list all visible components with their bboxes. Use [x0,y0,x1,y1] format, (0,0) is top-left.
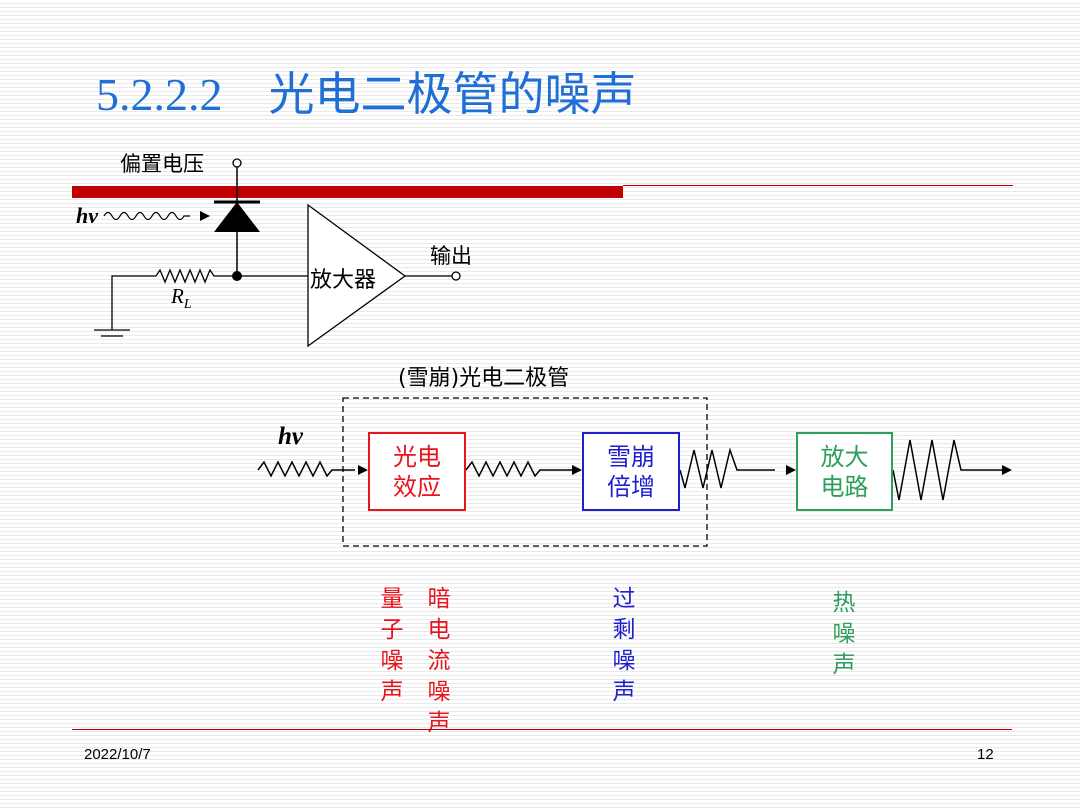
photodiode-group-label: (雪崩)光电二极管 [398,366,570,391]
bias-terminal [232,158,242,168]
block-line2: 电路 [820,472,869,501]
block-line1: 雪崩 [607,442,655,471]
slide-title: 5.2.2.2 光电二极管的噪声 [96,69,637,120]
slide-date: 2022/10/7 [84,746,151,763]
output-terminal [451,271,461,281]
block-output-wave [892,439,1003,501]
load-resistor-label: RL [171,284,192,313]
title-accent-bar [72,186,623,198]
light-arrowhead [200,211,210,221]
block-input-hv-label: hv [278,423,303,450]
slide-page-number: 12 [977,746,994,763]
block-line2: 效应 [393,472,441,501]
photoelectric-effect-block: 光电效应 [368,432,466,511]
quantum-noise-label: 量子噪声 [380,586,404,705]
block12-wave [465,460,578,478]
footer-divider [72,729,1012,730]
light-wave-input [103,211,190,221]
resistor-label-subscript: L [183,297,192,313]
block-input-arrow [358,465,368,475]
block-line1: 光电 [393,442,441,471]
block-output-arrow [1002,465,1012,475]
output-label: 输出 [430,244,472,268]
title-accent-line [623,185,1013,186]
amplifier-circuit-block: 放大电路 [796,432,893,511]
amplifier-triangle [307,203,407,348]
block-line2: 倍增 [607,472,655,501]
load-resistor [111,268,237,330]
bias-voltage-label: 偏置电压 [120,152,204,176]
amplifier-label: 放大器 [310,268,377,293]
block23-wave [679,447,775,489]
light-hv-label: hv [76,203,98,228]
excess-noise-label: 过剩噪声 [612,586,636,705]
block-line1: 放大 [820,442,869,471]
ground-symbol [94,329,130,337]
photodiode-group-box [342,397,708,547]
thermal-noise-label: 热噪声 [832,590,856,678]
avalanche-multiplication-block: 雪崩倍增 [582,432,680,511]
block23-arrow [786,465,796,475]
resistor-label-main: R [171,284,184,308]
block12-arrow [572,465,582,475]
dark-current-noise-label: 暗电流噪声 [427,586,451,736]
photodiode-symbol [214,200,260,232]
block-input-wave [257,460,355,478]
